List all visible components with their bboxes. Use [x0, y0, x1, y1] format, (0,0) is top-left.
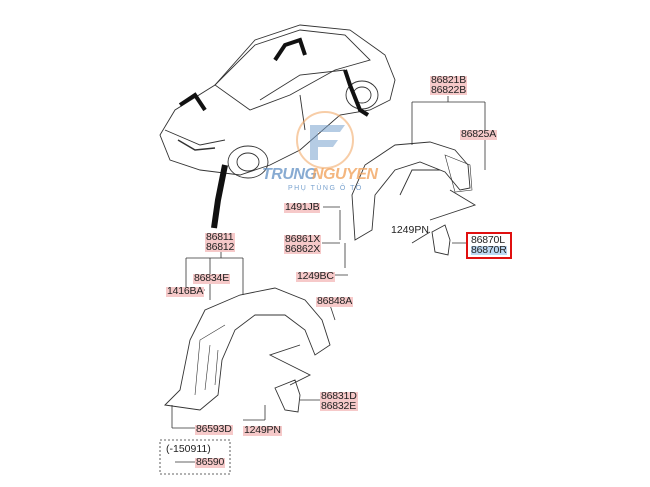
- leader-lines: [159, 96, 486, 475]
- part-number: 86870L: [471, 234, 505, 246]
- label-86834e[interactable]: 86834E: [193, 272, 231, 284]
- part-number: 86831D: [321, 390, 357, 402]
- part-number: 86862X: [285, 242, 321, 255]
- label-1249bc[interactable]: 1249BC: [296, 270, 335, 282]
- car-illustration: [159, 24, 396, 229]
- part-number: 86822B: [431, 83, 467, 96]
- part-number: 86832E: [321, 399, 357, 412]
- label-86825a[interactable]: 86825A: [460, 128, 498, 140]
- rear-wheel-liner: [351, 141, 477, 256]
- label-1491jb[interactable]: 1491JB: [284, 201, 321, 213]
- label-86848a[interactable]: 86848A: [316, 295, 354, 307]
- part-number: 86812: [206, 240, 235, 253]
- label-1416ba[interactable]: 1416BA: [166, 285, 205, 297]
- part-number: 86821B: [431, 74, 467, 86]
- part-number-selected: 86870R: [471, 243, 507, 256]
- date-note: (-150911): [166, 443, 211, 455]
- label-86590[interactable]: 86590: [195, 456, 226, 468]
- label-86593d[interactable]: 86593D: [195, 423, 233, 435]
- label-1249pn-front[interactable]: 1249PN: [243, 424, 282, 436]
- watermark-brand-1: TRUNG: [262, 166, 317, 183]
- watermark-tagline: PHỤ TÙNG Ô TÔ: [288, 185, 363, 192]
- part-number: 86861X: [285, 233, 321, 245]
- watermark-logo: [296, 111, 354, 169]
- front-wheel-liner: [164, 287, 331, 413]
- label-1249pn-rear[interactable]: 1249PN: [391, 224, 429, 236]
- part-number: 86811: [206, 231, 234, 243]
- watermark-brand-2: NGUYEN: [312, 166, 378, 183]
